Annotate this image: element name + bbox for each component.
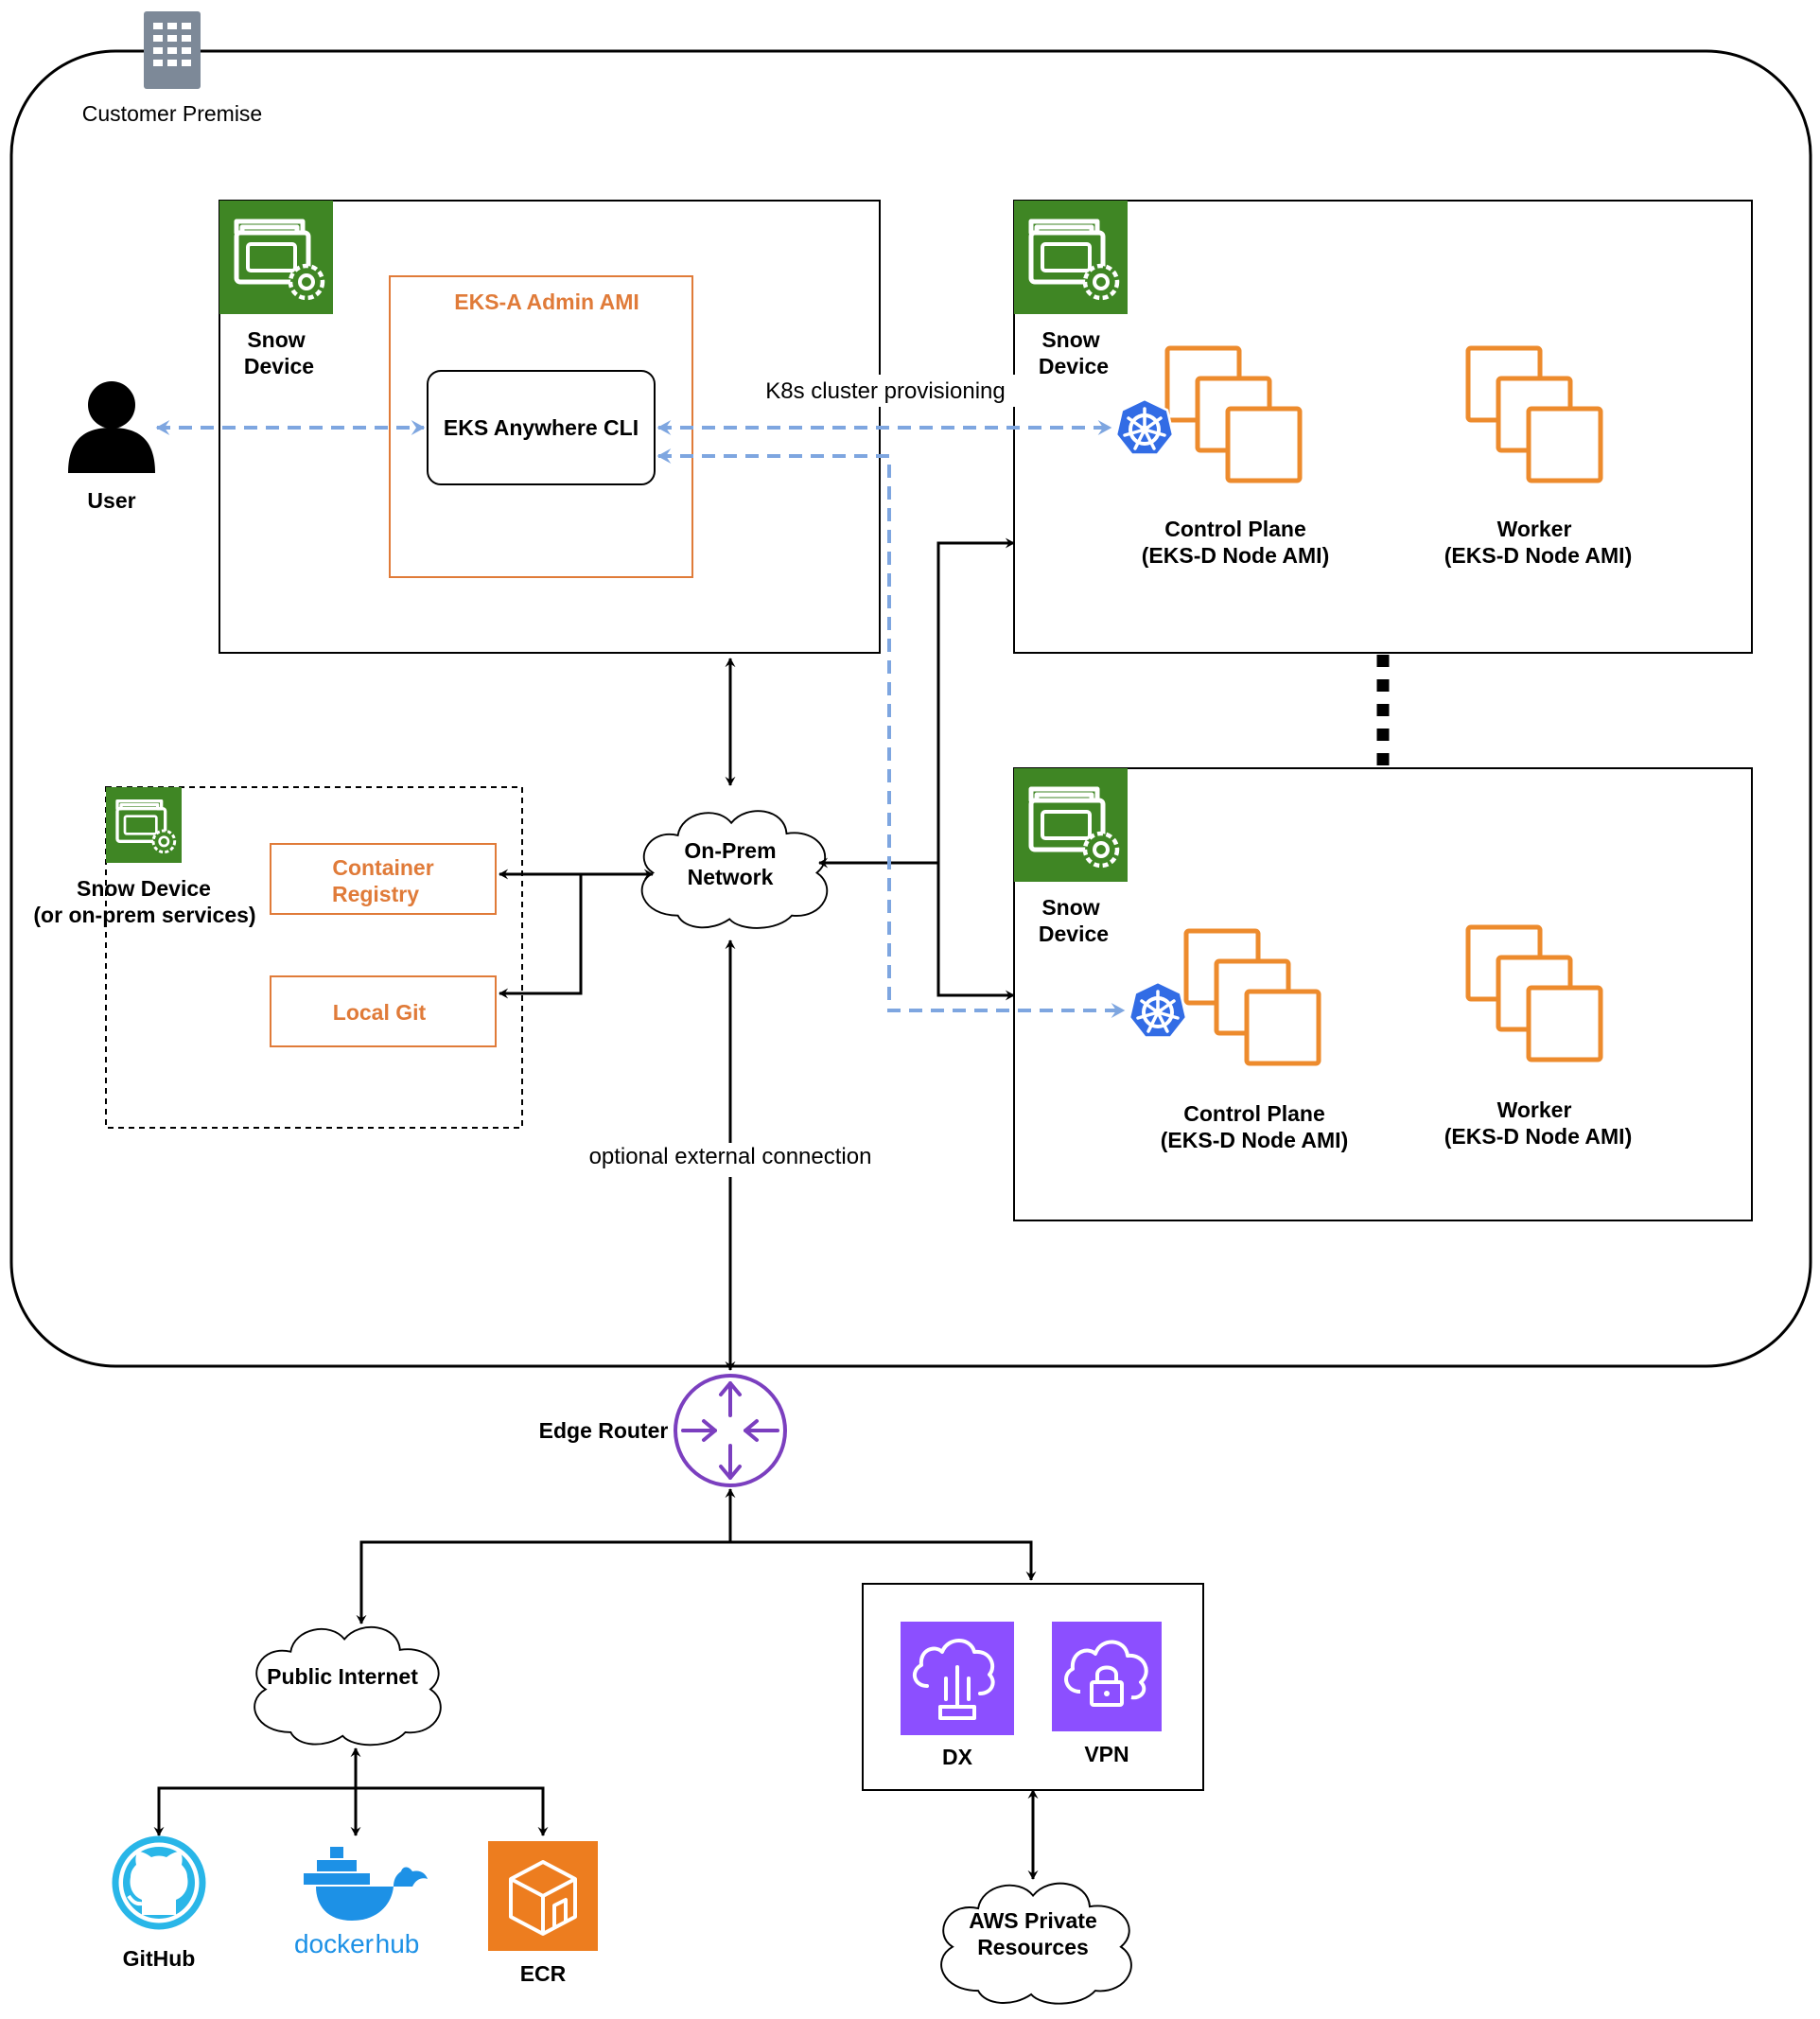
eks-anywhere-cli-label: EKS Anywhere CLI: [444, 415, 639, 440]
public-internet-label: Public Internet: [267, 1664, 418, 1689]
dockerhub-wordmark-hub: hub: [376, 1929, 420, 1958]
cluster-2-snow-label-1: Snow: [1041, 895, 1099, 920]
internet-to-github-arrow: [153, 1786, 356, 1836]
network-to-cluster-2-arrow: [936, 863, 1015, 1001]
cluster-1-worker-label-1: Worker: [1497, 517, 1572, 541]
local-git-box[interactable]: [270, 975, 497, 1047]
cluster-2-worker-label-2: (EKS-D Node AMI): [1444, 1124, 1632, 1149]
kubernetes-icon: [1128, 980, 1188, 1040]
cluster-1-control-plane-label-1: Control Plane: [1164, 517, 1306, 541]
cluster-2-control-plane-label-2: (EKS-D Node AMI): [1161, 1128, 1348, 1152]
router-to-private-connectivity-arrow: [730, 1540, 1037, 1581]
snow-device-icon: [106, 787, 182, 863]
aws-private-resources-label-1: AWS Private: [969, 1908, 1097, 1933]
snow-device-icon: [219, 201, 333, 314]
dx-label: DX: [942, 1745, 973, 1769]
admin-snow-label-2: Device: [244, 354, 314, 378]
kubernetes-icon: [1114, 397, 1175, 457]
cluster-2-worker-label-1: Worker: [1497, 1097, 1572, 1122]
docker-whale-icon: [304, 1847, 428, 1921]
cli-to-cluster-2-provisioning-arrow: [656, 448, 1126, 1018]
edge-router-label: Edge Router: [539, 1418, 669, 1443]
services-device-boundary: [105, 786, 523, 1129]
snow-device-icon: [1014, 201, 1128, 314]
cluster-1-control-plane-label-2: (EKS-D Node AMI): [1142, 543, 1329, 568]
eks-a-admin-ami-label: EKS-A Admin AMI: [454, 290, 639, 314]
user-label: User: [87, 488, 135, 513]
edge-router-icon: [674, 1374, 787, 1487]
on-prem-network-label-2: Network: [688, 865, 774, 889]
cluster-2-control-plane-label-1: Control Plane: [1183, 1101, 1325, 1126]
vpn-icon: [1052, 1622, 1162, 1731]
admin-snow-label-1: Snow: [247, 327, 305, 352]
dockerhub-wordmark-docker: docker: [294, 1929, 374, 1958]
eks-anywhere-cli-box[interactable]: [427, 370, 656, 485]
direct-connect-icon: [901, 1622, 1014, 1735]
container-registry-label-1: Container: [332, 855, 433, 880]
github-label: GitHub: [123, 1946, 196, 1971]
aws-private-resources-label-2: Resources: [977, 1935, 1089, 1959]
services-device-label-1: Snow Device: [77, 876, 211, 901]
container-registry-label-2: Registry: [332, 882, 419, 906]
cluster-1-worker-label-2: (EKS-D Node AMI): [1444, 543, 1632, 568]
optional-external-connection-label: optional external connection: [589, 1144, 872, 1169]
network-to-git-arrow: [499, 874, 583, 999]
building-icon: [144, 11, 201, 89]
router-to-public-internet-arrow: [356, 1540, 730, 1624]
vpn-label: VPN: [1084, 1742, 1129, 1766]
customer-premise-boundary: [9, 49, 1812, 1368]
on-prem-network-label-1: On-Prem: [684, 838, 776, 863]
k8s-cluster-provisioning-label: K8s cluster provisioning: [765, 378, 1005, 404]
internet-to-ecr-arrow: [356, 1786, 549, 1836]
customer-premise-label: Customer Premise: [82, 101, 262, 126]
cluster-1-snow-label-1: Snow: [1041, 327, 1099, 352]
ecr-label: ECR: [520, 1961, 567, 1986]
cluster-1-snow-label-2: Device: [1039, 354, 1109, 378]
snow-device-icon: [1014, 768, 1128, 882]
services-device-label-2: (or on-prem services): [33, 903, 255, 927]
container-registry-box[interactable]: [270, 843, 497, 915]
github-icon: [112, 1835, 206, 1930]
cluster-2-snow-label-2: Device: [1039, 922, 1109, 946]
user-icon: [68, 381, 155, 473]
local-git-label: Local Git: [333, 1000, 427, 1025]
ecr-icon: [488, 1841, 598, 1951]
